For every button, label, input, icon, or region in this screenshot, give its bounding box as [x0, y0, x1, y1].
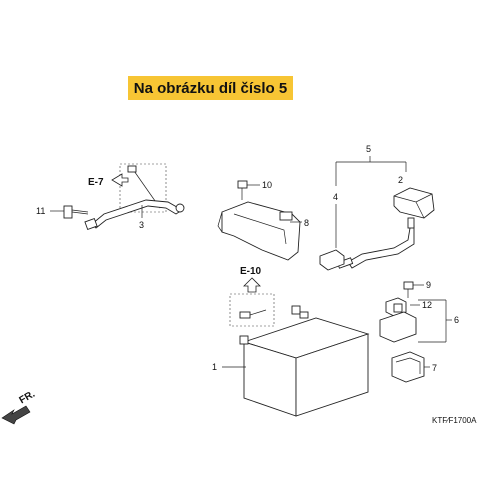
callout-8: 8: [304, 218, 309, 228]
callout-4: 4: [333, 192, 338, 202]
callout-10: 10: [262, 180, 272, 190]
front-direction-arrow: [1, 405, 31, 425]
callout-6: 6: [454, 315, 459, 325]
banner-text: Na obrázku díl číslo 5: [133, 79, 288, 97]
terminal-cover-part-2: [393, 187, 435, 219]
bolt-part-11: [63, 205, 89, 219]
battery-cable-part-5: [335, 156, 415, 269]
battery-cable-part-3: [84, 199, 185, 231]
screw-part-9: [403, 281, 414, 298]
highlight-banner: Na obrázku díl číslo 5: [128, 76, 293, 100]
bolt-part-10: [237, 180, 248, 200]
arrow-left-icon: [111, 173, 129, 187]
callout-1: 1: [212, 362, 217, 372]
arrow-front-icon: [1, 405, 31, 425]
callout-9: 9: [426, 280, 431, 290]
callout-12: 12: [422, 300, 432, 310]
callout-5: 5: [366, 144, 371, 154]
terminal-cover-part-4: [319, 249, 345, 271]
ref-e10-label: E-10: [240, 266, 262, 277]
callout-11: 11: [36, 206, 45, 216]
e10-reference-box: [229, 277, 275, 327]
diagram-code: KTF∕F1700A: [432, 416, 477, 425]
callout-2: 2: [398, 175, 403, 185]
battery-holder-part-8: [217, 201, 301, 261]
starter-relay-part-6: [379, 297, 417, 343]
callout-7: 7: [432, 363, 437, 373]
ref-e7-label: E-7: [88, 177, 104, 188]
callout-3: 3: [139, 220, 144, 230]
front-label: FR.: [18, 389, 38, 407]
arrow-up-icon: [243, 277, 261, 293]
battery-part-1: [239, 305, 370, 417]
relay-rubber-part-7: [391, 351, 425, 383]
